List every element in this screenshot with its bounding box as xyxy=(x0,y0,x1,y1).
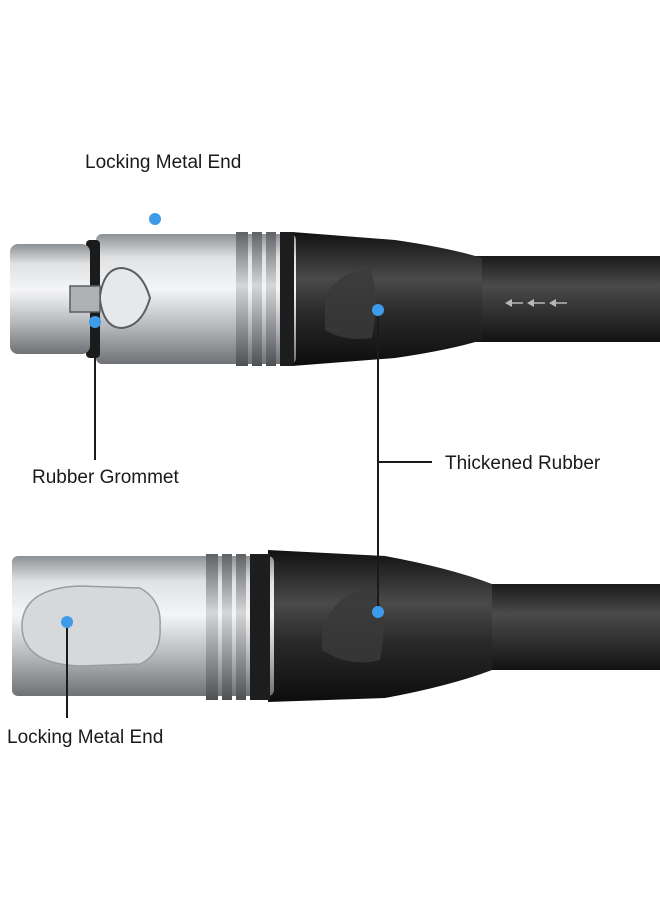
label-bottom-metal-end: Locking Metal End xyxy=(7,727,164,748)
marker-thickened-rubber-bottom xyxy=(372,606,384,618)
bottom-cable xyxy=(480,584,660,670)
marker-thickened-rubber-top xyxy=(372,304,384,316)
bottom-latch-recess xyxy=(21,585,161,667)
top-cable xyxy=(470,256,660,342)
marker-bottom-metal-end xyxy=(61,616,73,628)
label-rubber-grommet: Rubber Grommet xyxy=(32,467,179,488)
top-rubber-boot xyxy=(292,232,482,366)
cable-arrows-icon xyxy=(505,299,567,307)
marker-rubber-grommet xyxy=(89,316,101,328)
label-top-metal-end: Locking Metal End xyxy=(85,152,242,173)
leader-lines xyxy=(66,310,432,718)
bottom-connector xyxy=(12,550,660,702)
top-connector xyxy=(10,232,660,366)
bottom-boot-ridge xyxy=(322,588,384,663)
marker-top-metal-end xyxy=(149,213,161,225)
markers xyxy=(61,213,384,628)
top-metal-front xyxy=(10,244,90,354)
latch-icon xyxy=(99,266,152,330)
top-boot-ridge xyxy=(325,270,376,339)
label-thickened-rubber: Thickened Rubber xyxy=(445,453,601,474)
